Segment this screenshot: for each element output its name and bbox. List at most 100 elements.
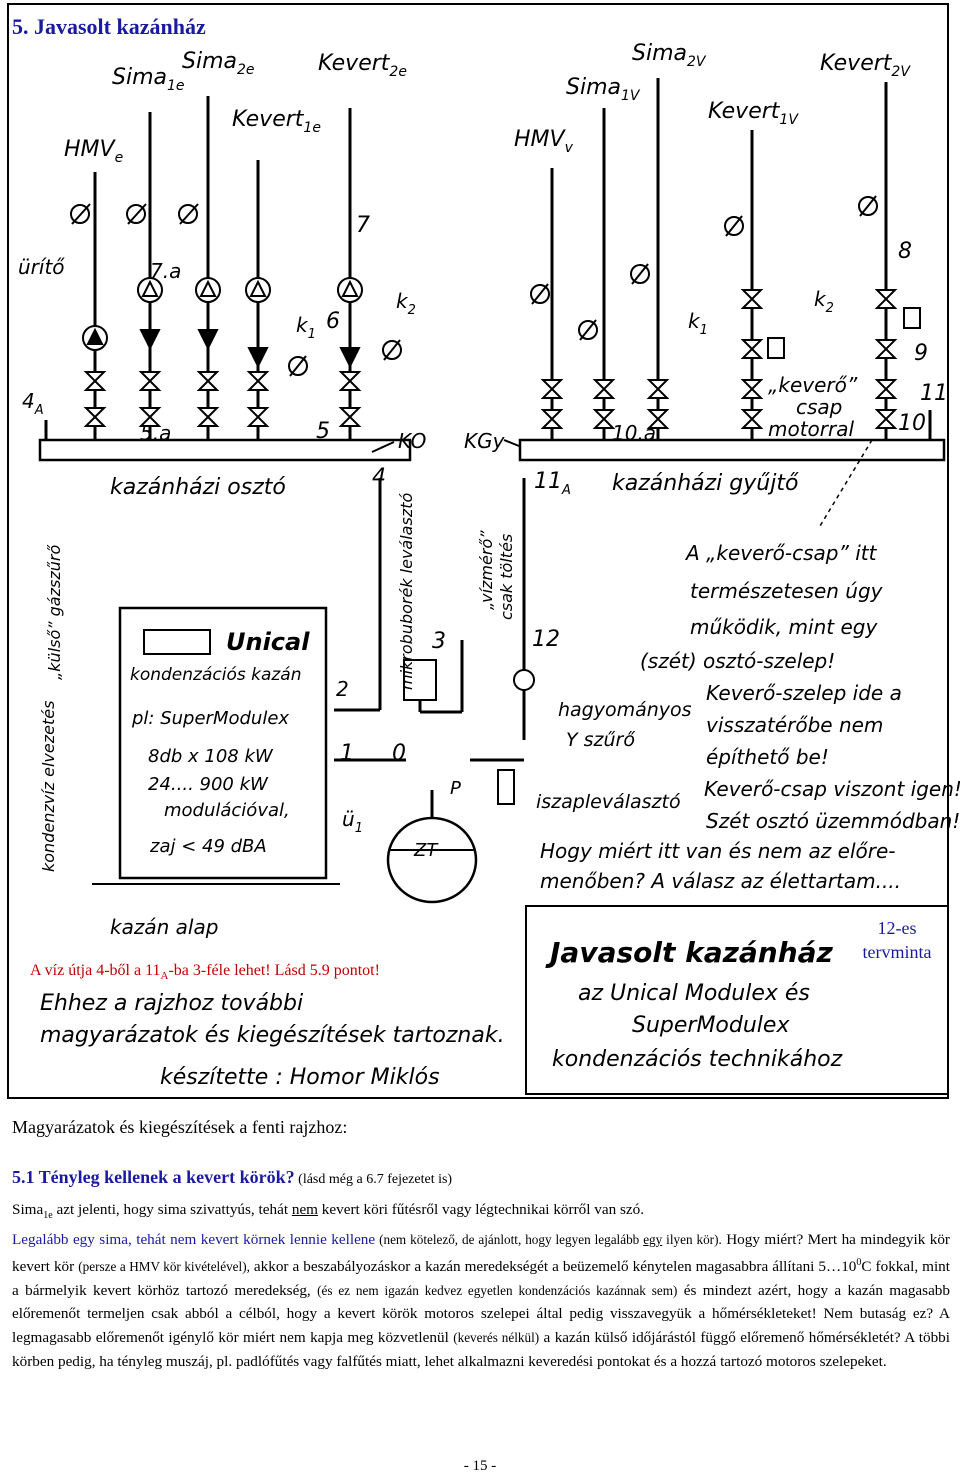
boiler-line-6: zaj < 49 dBA (149, 836, 267, 857)
label-kevero-csap-1: „keverő” (768, 373, 858, 397)
valve-icons-left (83, 329, 362, 427)
page-number: - 15 - (463, 1458, 497, 1474)
label-kulso-gazszuro: „külső” gázszűrő (45, 545, 64, 680)
explanations-subtitle: Magyarázatok és kiegészítések a fenti ra… (12, 1117, 348, 1137)
hand-drawn-boiler-room-diagram: Sima1e Sima2e Kevert2e Kevert1e HMVe Sim… (7, 3, 960, 1099)
label-4a: 4A (22, 389, 44, 418)
label-k2: k2 (396, 289, 416, 318)
svg-text:ZT: ZT (413, 840, 439, 861)
boiler-line-2: pl: SuperModulex (131, 708, 289, 729)
svg-text:Hogy miért itt van és nem az e: Hogy miért itt van és nem az előre- (540, 839, 896, 863)
label-1: 1 (340, 741, 354, 766)
pump-icons-left (82, 277, 363, 351)
svg-text:kondenzációs technikához: kondenzációs technikához (552, 1047, 843, 1072)
svg-text:(szét) osztó-szelep!: (szét) osztó-szelep! (640, 649, 835, 673)
label-kondenzviz: kondenzvíz elvezetés (39, 701, 58, 872)
svg-text:készítette : Homor Miklós: készítette : Homor Miklós (160, 1065, 440, 1090)
svg-text:Szét osztó üzemmódban!: Szét osztó üzemmódban! (706, 809, 960, 833)
kazanhazi-oszto-pipe (38, 438, 412, 462)
label-12: 12 (532, 627, 560, 652)
label-kevero-csap-3: motorral (768, 417, 854, 441)
label-k1: k1 (296, 313, 316, 342)
label-hagyomanyos: hagyományos (558, 699, 692, 721)
svg-text:Keverő-csap viszont igen!: Keverő-csap viszont igen! (704, 777, 960, 801)
section-title: 5.1 Tényleg kellenek a kevert körök? (lá… (12, 1167, 453, 1187)
label-kgy: KGy (464, 429, 506, 453)
label-hmv-e: HMVe (64, 137, 123, 166)
page-heading: 5. Javasolt kazánház (12, 14, 206, 39)
label-ko: KO (398, 429, 426, 453)
label-11a: 11A (534, 469, 571, 498)
svg-text:Keverő-szelep ide a: Keverő-szelep ide a (706, 681, 902, 705)
label-6: 6 (326, 309, 340, 334)
label-mikrobuborek: mikrobuborék leválasztó (397, 493, 416, 691)
dotted-pointer (819, 439, 873, 527)
label-kevert-1e: Kevert1e (232, 107, 321, 136)
label-kevert-2e: Kevert2e (318, 51, 407, 80)
svg-text:visszatérőbe nem: visszatérőbe nem (706, 713, 883, 737)
valve-icons-right (540, 289, 921, 429)
label-10a: 10.a (612, 421, 656, 445)
label-sima-1e: Sima1e (112, 65, 185, 94)
svg-text:természetesen úgy: természetesen úgy (690, 579, 884, 603)
title-box (525, 905, 949, 1095)
label-8: 8 (898, 239, 912, 264)
label-5a: 5.a (140, 421, 171, 445)
svg-text:SuperModulex: SuperModulex (632, 1013, 790, 1038)
label-vizmero: „vízmérő” (477, 530, 496, 610)
label-10: 10 (898, 411, 926, 436)
label-kazan-alap: kazán alap (110, 915, 218, 939)
kazanhazi-gyujto-pipe (518, 438, 946, 462)
svg-text:menőben? A válasz az élettarta: menőben? A válasz az élettartam.... (540, 869, 901, 893)
svg-text:A „keverő-csap” itt: A „keverő-csap” itt (684, 541, 878, 565)
label-sima-1v: Sima1V (566, 75, 641, 104)
svg-text:Ehhez a rajzhoz további: Ehhez a rajzhoz további (40, 991, 303, 1016)
label-kevert-2v: Kevert2V (820, 51, 911, 80)
label-urito: ürítő (18, 255, 65, 279)
svg-text:működik, mint egy: működik, mint egy (690, 615, 878, 639)
boiler-line-4: 24.... 900 kW (148, 774, 269, 795)
red-note: A víz útja 4-ből a 11A-ba 3-féle lehet! … (30, 962, 380, 983)
gauge-icons-right (530, 195, 878, 341)
handwritten-note: A „keverő-csap” itt természetesen úgy mű… (540, 541, 960, 893)
label-5: 5 (316, 419, 330, 444)
label-7: 7 (356, 213, 370, 238)
label-p: P (450, 778, 461, 799)
label-iszaplevalaszto: iszapleválasztó (536, 791, 681, 813)
label-kevero-csap-2: csap (796, 395, 842, 419)
label-sima-2e: Sima2e (182, 49, 255, 78)
label-7a: 7.a (150, 259, 181, 283)
gauge-icons-left (70, 203, 402, 377)
boiler-connection-pipes (334, 478, 526, 762)
label-sima-2v: Sima2V (632, 41, 707, 70)
label-kazanhazi-gyujto: kazánházi gyűjtő (612, 471, 799, 496)
boiler-line-1: kondenzációs kazán (130, 665, 302, 685)
label-3: 3 (432, 629, 446, 654)
bottom-left-handwritten: Ehhez a rajzhoz további magyarázatok és … (40, 991, 505, 1090)
label-hmv-v: HMVv (514, 127, 574, 156)
label-0: 0 (392, 741, 406, 766)
label-k2-right: k2 (814, 287, 834, 316)
drawing-frame (7, 3, 949, 1099)
label-9: 9 (914, 341, 928, 366)
label-k1-right: k1 (688, 309, 708, 338)
label-4: 4 (372, 465, 386, 490)
svg-text:magyarázatok és kiegészítések: magyarázatok és kiegészítések tartoznak. (40, 1023, 505, 1048)
label-kevert-1v: Kevert1V (708, 99, 799, 128)
sludge-separator (497, 769, 515, 805)
svg-text:Javasolt kazánház: Javasolt kazánház (545, 936, 834, 969)
expansion-vessel-zt: ZT (386, 790, 478, 904)
title-box-text: Javasolt kazánház az Unical Modulex és S… (545, 936, 843, 1072)
body-paragraph: Sima1e azt jelenti, hogy sima szivattyús… (12, 1201, 950, 1370)
boiler-line-5: modulációval, (164, 800, 290, 821)
label-csak-toltes: csak töltés (497, 534, 516, 620)
boiler-line-3: 8db x 108 kW (148, 746, 274, 767)
label-u1: ü1 (342, 807, 363, 836)
boiler-brand: Unical (226, 628, 310, 656)
label-y-szuro: Y szűrő (566, 729, 635, 751)
y-filter-icon (513, 669, 535, 691)
boiler-display (143, 629, 211, 655)
svg-text:az Unical Modulex és: az Unical Modulex és (578, 981, 810, 1006)
label-2: 2 (336, 677, 349, 701)
microbubble-separator (403, 659, 437, 701)
